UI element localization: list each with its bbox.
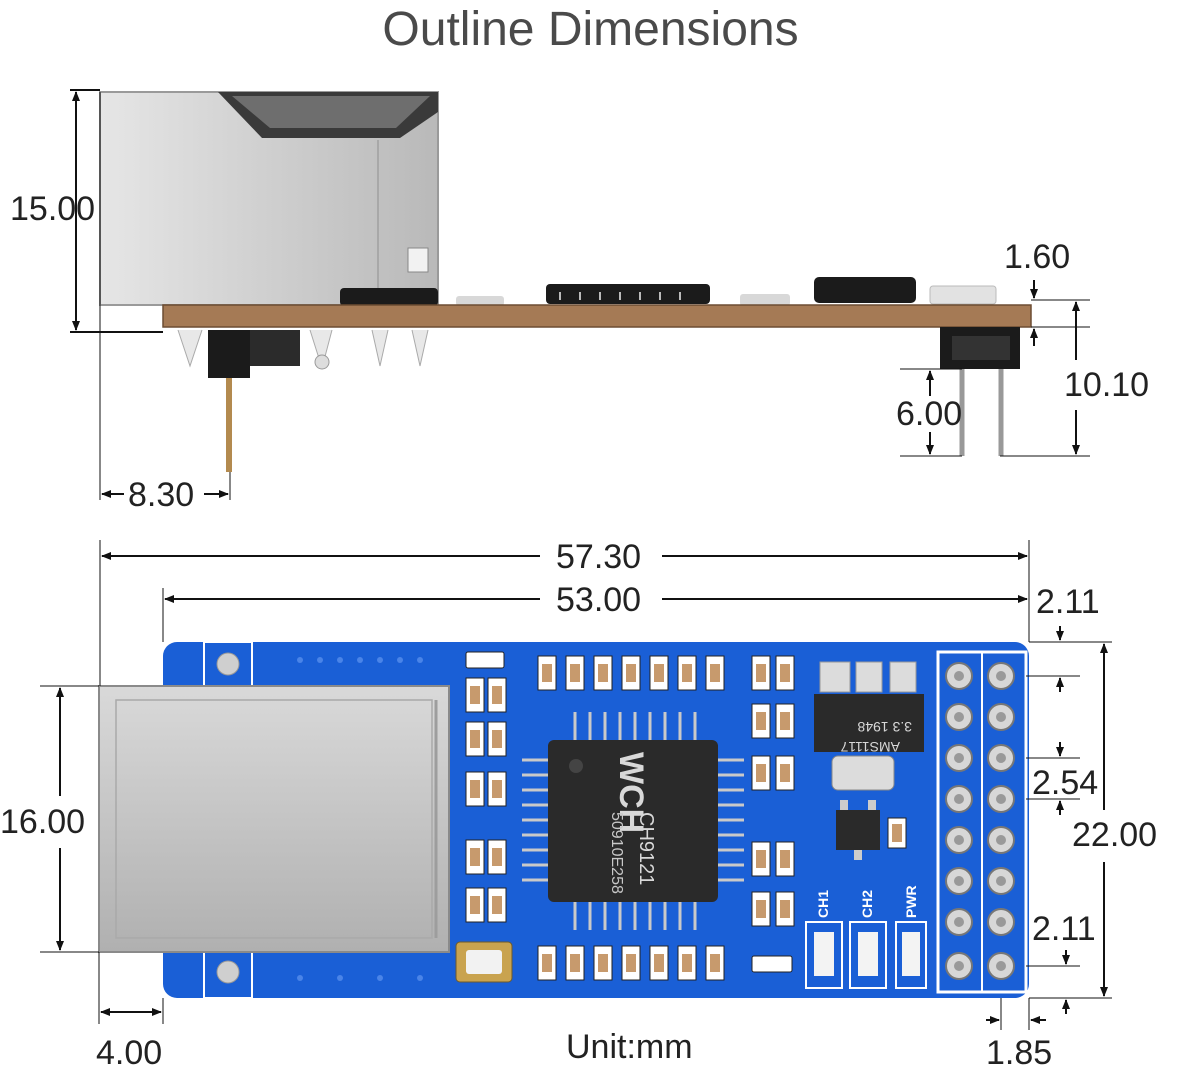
page-title: Outline Dimensions [382, 3, 799, 56]
side-pin-header [940, 327, 1020, 456]
top-pin-header [936, 650, 1028, 994]
dim-edge-top: 2.11 [1036, 583, 1100, 621]
dim-pin-length: 6.00 [896, 395, 963, 433]
dim-header-height: 10.10 [1064, 366, 1150, 404]
dim-pcb-thickness: 1.60 [1004, 238, 1071, 276]
chip-model: CH9121 [635, 812, 657, 885]
vias [297, 657, 423, 981]
led-label-pwr: PWR [903, 885, 919, 918]
side-underside [177, 329, 429, 472]
chip-logo: WCH [612, 752, 650, 833]
led-label-ch1: CH1 [815, 890, 831, 918]
regulator-code: 3.3 1948 [857, 719, 912, 735]
regulator: AMS1117 3.3 1948 [814, 661, 924, 860]
top-view: WCH CH9121 50910E258 [40, 540, 1112, 1030]
side-rj45-jack [99, 91, 439, 306]
dim-jack-overhang: 4.00 [96, 1034, 163, 1072]
dim-board-width: 22.00 [1072, 816, 1158, 854]
side-components [340, 277, 997, 306]
dim-edge-bottom: 2.11 [1032, 910, 1096, 948]
side-view [70, 89, 1090, 500]
dim-header-edge: 1.85 [986, 1034, 1053, 1072]
side-dimension-lines [70, 89, 1090, 500]
main-chip: WCH CH9121 50910E258 [522, 712, 744, 930]
dim-height-15: 15.00 [10, 190, 96, 228]
dim-pin-pitch: 2.54 [1032, 764, 1099, 802]
passive-components [455, 651, 907, 983]
regulator-model: AMS1117 [840, 739, 900, 755]
dim-jack-width: 16.00 [0, 803, 86, 841]
status-leds: CH1 CH2 PWR [805, 885, 927, 989]
dim-pin-offset: 8.30 [128, 476, 195, 514]
top-rj45-jack [98, 685, 450, 953]
side-pcb [162, 304, 1032, 328]
dim-total-length: 57.30 [556, 538, 642, 576]
led-label-ch2: CH2 [859, 890, 875, 918]
chip-code: 50910E258 [608, 812, 625, 894]
dim-board-length: 53.00 [556, 581, 642, 619]
unit-label: Unit:mm [566, 1028, 693, 1066]
top-dimension-lines [40, 540, 1112, 1030]
